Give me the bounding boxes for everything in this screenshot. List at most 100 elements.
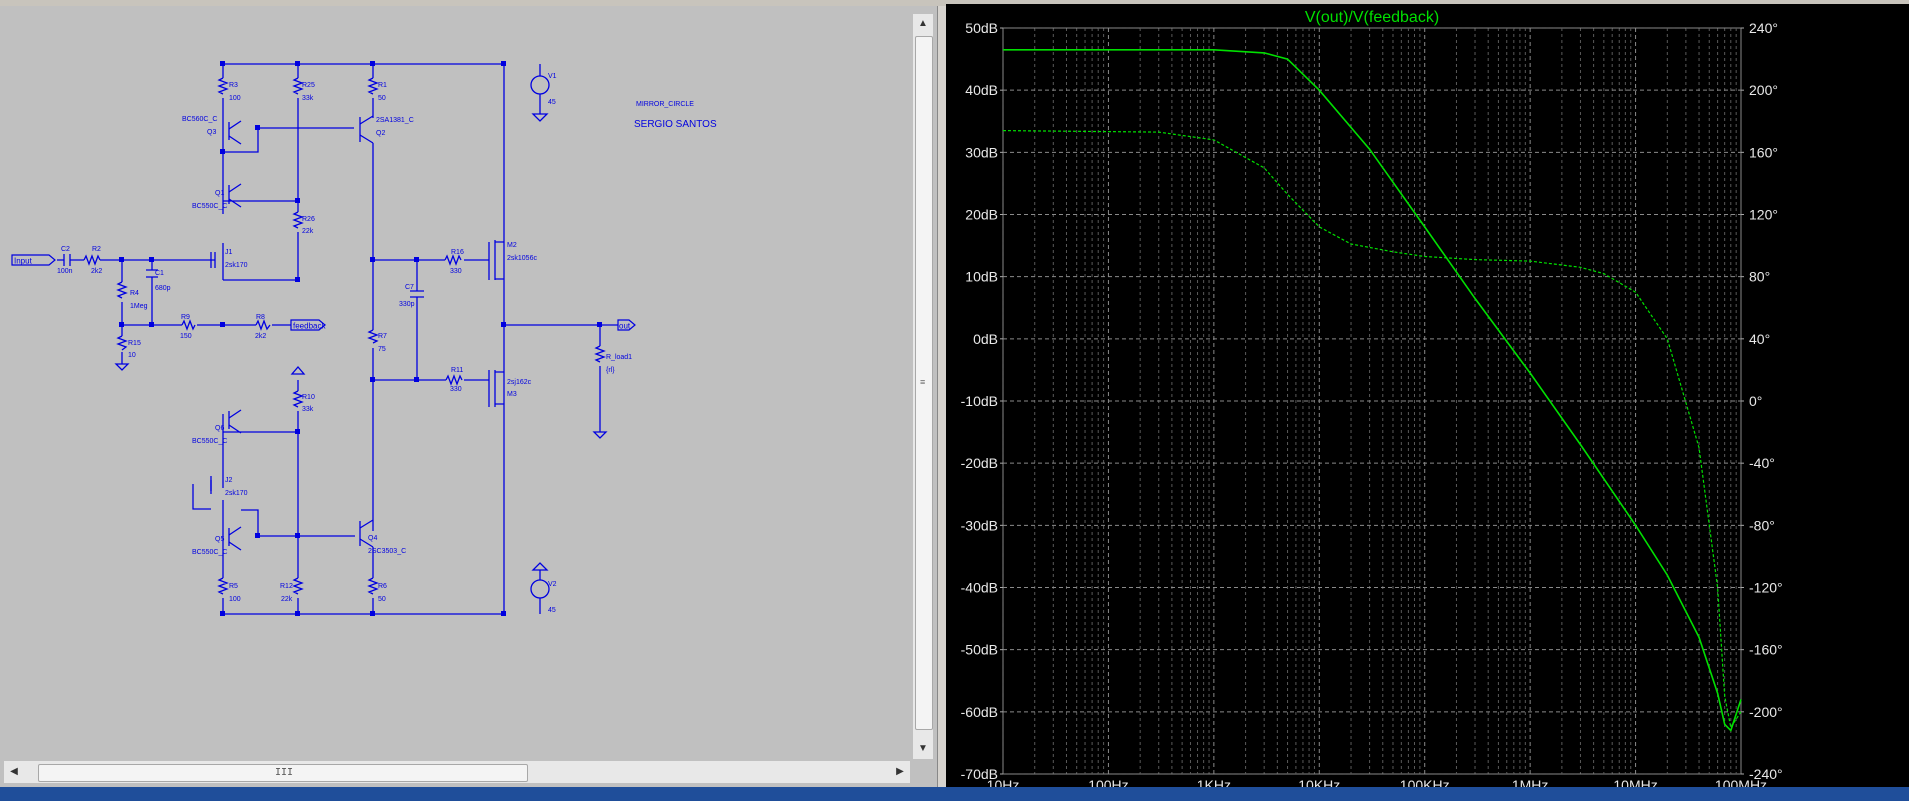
r5-value[interactable]: 100	[229, 596, 241, 603]
scroll-up-icon[interactable]: ▲	[918, 18, 928, 29]
vertical-scroll-thumb[interactable]: ≡	[915, 36, 933, 730]
r1-label[interactable]: R1	[378, 82, 387, 89]
r12-label[interactable]: R12	[280, 583, 293, 590]
scroll-down-icon[interactable]: ▼	[918, 743, 928, 754]
q4-label[interactable]: Q4	[368, 535, 377, 542]
right-tick-label: 160°	[1749, 144, 1778, 160]
r10-label[interactable]: R10	[302, 394, 315, 401]
right-tick-label: -160°	[1749, 642, 1783, 658]
author-label[interactable]: SERGIO SANTOS	[634, 119, 717, 130]
port-feedback-label[interactable]: feedback	[293, 322, 326, 331]
r9-label[interactable]: R9	[181, 314, 190, 321]
j1-label[interactable]: J1	[225, 249, 233, 256]
horizontal-scroll-grip: III	[275, 767, 294, 778]
r6-value[interactable]: 50	[378, 596, 386, 603]
r4-value[interactable]: 1Meg	[130, 303, 148, 310]
schematic-vertical-scrollbar[interactable]: ▲ ≡ ▼	[913, 14, 933, 759]
r7-value[interactable]: 75	[378, 346, 386, 353]
r26-value[interactable]: 22k	[302, 228, 314, 235]
phase-trace	[1002, 130, 1742, 729]
r10-value[interactable]: 33k	[302, 406, 314, 413]
q6-label[interactable]: Q6	[215, 425, 224, 432]
r4-label[interactable]: R4	[130, 290, 139, 297]
q3-label[interactable]: Q3	[207, 129, 216, 136]
scroll-right-icon[interactable]: ▶	[896, 766, 904, 777]
right-tick-label: 240°	[1749, 20, 1778, 36]
q2-model[interactable]: 2SA1381_C	[376, 117, 414, 124]
bode-plot[interactable]: 50dB40dB30dB20dB10dB0dB-10dB-20dB-30dB-4…	[946, 4, 1909, 794]
scroll-left-icon[interactable]: ◀	[10, 766, 18, 777]
right-tick-label: 120°	[1749, 207, 1778, 223]
v1-value[interactable]: 45	[548, 99, 556, 106]
plot-title[interactable]: V(out)/V(feedback)	[1305, 9, 1439, 26]
r5-label[interactable]: R5	[229, 583, 238, 590]
left-tick-label: 50dB	[965, 20, 998, 36]
r25-label[interactable]: R25	[302, 82, 315, 89]
r6-label[interactable]: R6	[378, 583, 387, 590]
left-tick-label: -70dB	[961, 766, 998, 782]
q1-label[interactable]: Q1	[215, 190, 224, 197]
j2-value[interactable]: 2sk170	[225, 490, 248, 497]
right-axis: 240°200°160°120°80°40°0°-40°-80°-120°-16…	[1741, 20, 1783, 782]
r8-value[interactable]: 2k2	[255, 333, 266, 340]
right-tick-label: -40°	[1749, 455, 1775, 471]
r16-value[interactable]: 330	[450, 268, 462, 275]
rload-value[interactable]: {rl}	[606, 367, 615, 374]
left-tick-label: 40dB	[965, 82, 998, 98]
r3-label[interactable]: R3	[229, 82, 238, 89]
v2-label[interactable]: V2	[548, 581, 557, 588]
r15-label[interactable]: R15	[128, 340, 141, 347]
r1-value[interactable]: 50	[378, 95, 386, 102]
c7-value[interactable]: 330p	[399, 301, 415, 308]
right-tick-label: 80°	[1749, 269, 1770, 285]
r9-value[interactable]: 150	[180, 333, 192, 340]
c1-value[interactable]: 680p	[155, 285, 171, 292]
schematic-canvas[interactable]: Input feedback out C2 100n R2 2k2 C1 680…	[4, 14, 910, 759]
j1-value[interactable]: 2sk170	[225, 262, 248, 269]
q6-model[interactable]: BC550C_C	[192, 438, 227, 445]
c7-label[interactable]: C7	[405, 284, 414, 291]
mirror-circle-label[interactable]: MIRROR_CIRCLE	[636, 101, 694, 108]
grip-icon: ≡	[920, 377, 926, 387]
port-input-label[interactable]: Input	[14, 257, 33, 266]
left-tick-label: 10dB	[965, 269, 998, 285]
m3-model[interactable]: 2sj162c	[507, 379, 532, 386]
left-axis: 50dB40dB30dB20dB10dB0dB-10dB-20dB-30dB-4…	[961, 20, 1003, 782]
m2-label[interactable]: M2	[507, 242, 517, 249]
r2-value[interactable]: 2k2	[91, 268, 102, 275]
r8-label[interactable]: R8	[256, 314, 265, 321]
r12-value[interactable]: 22k	[281, 596, 293, 603]
r11-value[interactable]: 330	[450, 386, 462, 393]
q4-model[interactable]: 2SC3503_C	[368, 548, 406, 555]
c1-label[interactable]: C1	[155, 270, 164, 277]
q1-model[interactable]: BC550C_C	[192, 203, 227, 210]
r26-label[interactable]: R26	[302, 216, 315, 223]
magnitude-trace	[1003, 49, 1742, 732]
r11-label[interactable]: R11	[451, 367, 463, 374]
q5-label[interactable]: Q5	[215, 536, 224, 543]
r25-value[interactable]: 33k	[302, 95, 314, 102]
c2-value[interactable]: 100n	[57, 268, 73, 275]
port-out-label[interactable]: out	[619, 322, 631, 331]
horizontal-scroll-thumb[interactable]: III	[38, 764, 528, 782]
schematic-horizontal-scrollbar[interactable]: ◀ III ▶	[4, 761, 910, 783]
q5-model[interactable]: BC550C_C	[192, 549, 227, 556]
m2-model[interactable]: 2sk1056c	[507, 255, 537, 262]
m3-label[interactable]: M3	[507, 391, 517, 398]
v1-label[interactable]: V1	[548, 73, 557, 80]
rload-label[interactable]: R_load1	[606, 354, 632, 361]
j2-label[interactable]: J2	[225, 477, 233, 484]
r3-value[interactable]: 100	[229, 95, 241, 102]
schematic-window[interactable]: Input feedback out C2 100n R2 2k2 C1 680…	[0, 6, 938, 787]
c2-label[interactable]: C2	[61, 246, 70, 253]
r16-label[interactable]: R16	[451, 249, 464, 256]
r2-label[interactable]: R2	[92, 246, 101, 253]
r15-value[interactable]: 10	[128, 352, 136, 359]
q3-model[interactable]: BC560C_C	[182, 116, 217, 123]
r7-label[interactable]: R7	[378, 333, 387, 340]
q2-label[interactable]: Q2	[376, 130, 385, 137]
left-tick-label: -10dB	[961, 393, 998, 409]
left-tick-label: 30dB	[965, 144, 998, 160]
v2-value[interactable]: 45	[548, 607, 556, 614]
